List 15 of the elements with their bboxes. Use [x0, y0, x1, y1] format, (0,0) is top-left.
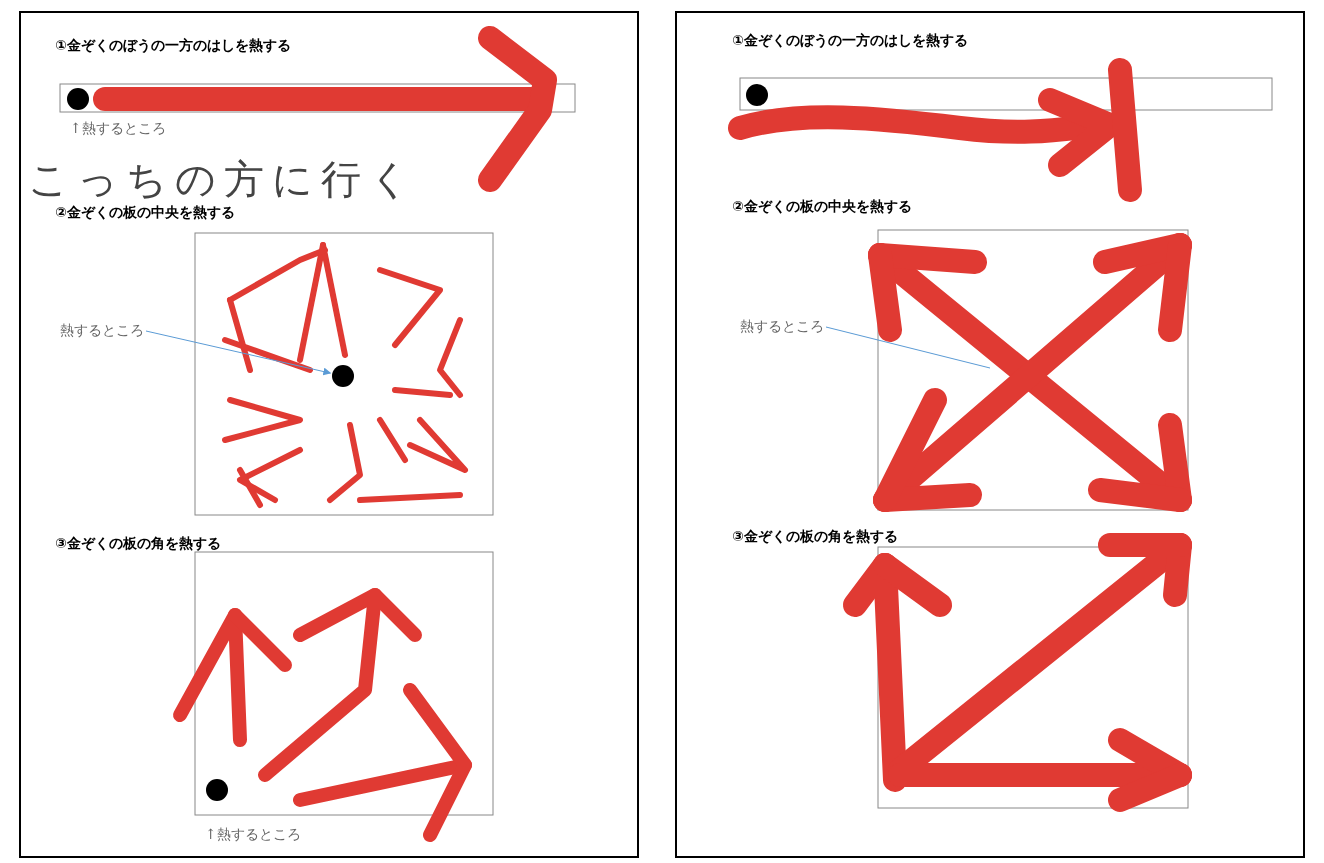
heading: ③金ぞくの板の角を熱する: [55, 535, 221, 553]
heat-point-dot: [332, 365, 354, 387]
callout-label: 熱するところ: [60, 322, 144, 340]
caption: ↑熱するところ: [205, 826, 301, 844]
leader-line: [825, 326, 991, 369]
leader-line: [145, 330, 332, 376]
heat-point-dot: [206, 779, 228, 801]
heading: ②金ぞくの板の中央を熱する: [732, 198, 912, 216]
caption: ↑熱するところ: [70, 120, 166, 138]
heat-point-dot: [746, 84, 768, 106]
callout-label: 熱するところ: [740, 318, 824, 336]
heat-point-dot: [67, 88, 89, 110]
heading: ②金ぞくの板の中央を熱する: [55, 204, 235, 222]
heading: ③金ぞくの板の角を熱する: [732, 528, 898, 546]
handwritten-note: こっちの方に行く: [28, 155, 418, 204]
